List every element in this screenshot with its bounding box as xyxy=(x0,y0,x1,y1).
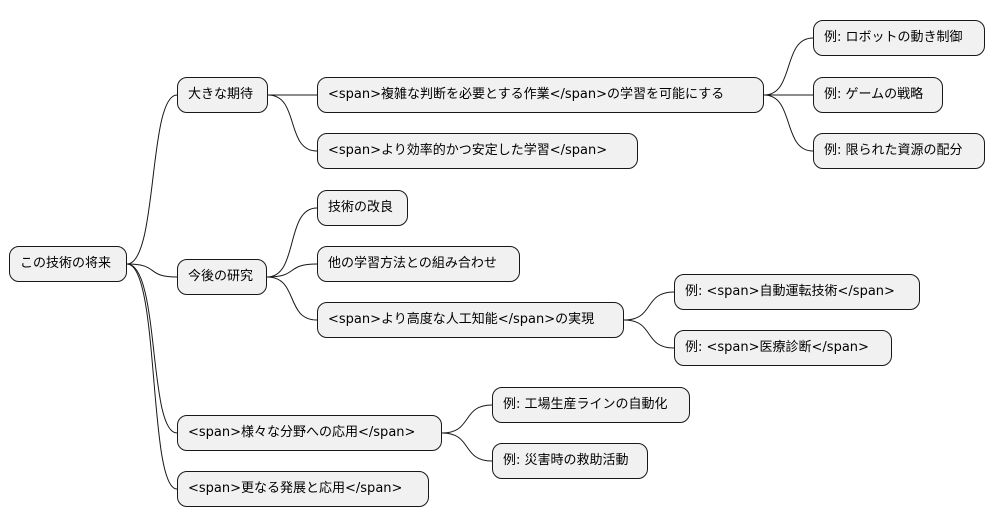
stable-learning-node: <span>より効率的かつ安定した学習</span> xyxy=(317,133,638,169)
connector-research-improvement xyxy=(266,207,318,278)
connector-applications-factory xyxy=(441,404,493,434)
connector-root-expectations xyxy=(126,94,178,265)
improvement-node: 技術の改良 xyxy=(317,190,408,226)
connector-expectations-stable xyxy=(267,94,318,152)
example-medical-node: 例: <span>医療診断</span> xyxy=(674,330,892,366)
complex-learning-node: <span>複雑な判断を必要とする作業</span>の学習を可能にする xyxy=(317,77,764,113)
combination-node: 他の学習方法との組み合わせ xyxy=(317,246,520,282)
example-factory-node: 例: 工場生産ラインの自動化 xyxy=(492,387,690,423)
example-driving-node: 例: <span>自動運転技術</span> xyxy=(674,274,920,310)
example-resources-node: 例: 限られた資源の配分 xyxy=(813,133,985,169)
connector-complex-robot xyxy=(763,37,814,96)
applications-node: <span>様々な分野への応用</span> xyxy=(177,415,442,451)
connector-root-research xyxy=(126,263,178,278)
connector-advanced-driving xyxy=(623,291,675,321)
connector-research-combination xyxy=(266,263,318,278)
connector-applications-disaster xyxy=(441,432,493,462)
example-robot-node: 例: ロボットの動き制御 xyxy=(813,20,985,56)
root-node: この技術の将来 xyxy=(9,246,127,282)
example-disaster-node: 例: 災害時の救助活動 xyxy=(492,443,648,479)
connector-root-development xyxy=(126,263,178,490)
connector-complex-resources xyxy=(763,94,814,152)
expectations-node: 大きな期待 xyxy=(177,77,268,113)
connector-root-applications xyxy=(126,263,178,434)
advanced-ai-node: <span>より高度な人工知能</span>の実現 xyxy=(317,302,624,338)
development-node: <span>更なる発展と応用</span> xyxy=(177,471,429,507)
example-game-node: 例: ゲームの戦略 xyxy=(813,77,943,113)
research-node: 今後の研究 xyxy=(177,259,267,295)
connector-research-advanced xyxy=(266,276,318,321)
connector-advanced-medical xyxy=(623,319,675,349)
